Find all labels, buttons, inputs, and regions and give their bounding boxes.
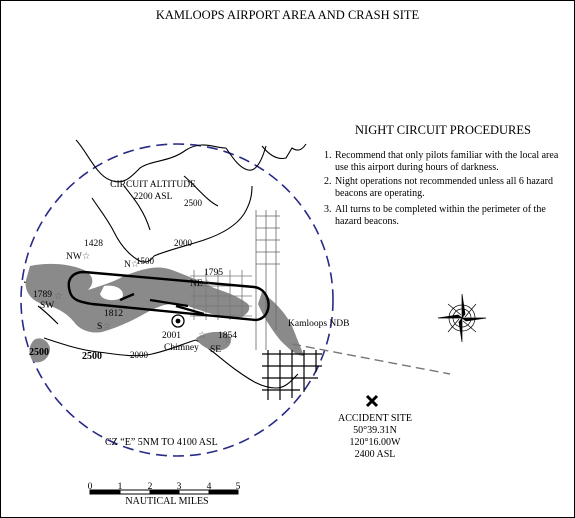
star-icon: ☆ bbox=[224, 336, 233, 346]
contour-label: 2500 bbox=[184, 198, 202, 208]
map-title: KAMLOOPS AIRPORT AREA AND CRASH SITE bbox=[155, 8, 420, 22]
procedure-number: 2. bbox=[324, 176, 332, 187]
circuit-pattern bbox=[67, 270, 270, 322]
shoreline-lines bbox=[23, 139, 307, 389]
accident-altitude: 2400 ASL bbox=[354, 449, 396, 460]
beacon-label: SW bbox=[40, 301, 55, 311]
beacon-label: NE bbox=[190, 279, 203, 289]
beacon-n: N☆ bbox=[124, 259, 139, 270]
beacon-ne: NE☆ bbox=[190, 278, 211, 289]
contour-label: 2000 bbox=[130, 350, 148, 360]
contour-label: 2500 bbox=[29, 347, 49, 358]
elevation-label: 2001 bbox=[162, 331, 181, 341]
star-icon: ☆ bbox=[202, 279, 212, 289]
circuit-altitude-label: CIRCUIT ALTITUDE bbox=[110, 180, 196, 190]
accident-site-marker bbox=[365, 394, 379, 408]
procedure-number: 3. bbox=[324, 204, 332, 215]
beacon-label: N bbox=[124, 260, 131, 270]
scale-tick-label: 0 bbox=[87, 482, 93, 492]
beacon-nw: NW☆ bbox=[66, 251, 90, 262]
procedure-text: All turns to be completed within the per… bbox=[335, 204, 546, 227]
beacon-label: S bbox=[97, 322, 103, 332]
chimney-label: Chimney bbox=[164, 343, 199, 353]
beacon-sw: ☆SW bbox=[40, 292, 63, 311]
procedure-number: 1. bbox=[324, 150, 332, 161]
elevation-label: 1789 bbox=[33, 290, 52, 300]
procedure-item-3: 3. All turns to be completed within the … bbox=[324, 204, 560, 228]
procedure-text: Recommend that only pilots familiar with… bbox=[335, 150, 559, 173]
beacon-label: NW bbox=[66, 252, 82, 262]
scale-tick-label: 5 bbox=[235, 482, 241, 492]
night-circuit-heading: NIGHT CIRCUIT PROCEDURES bbox=[355, 123, 531, 137]
scale-tick-label: 1 bbox=[117, 482, 123, 492]
scale-tick-label: 2 bbox=[147, 482, 153, 492]
contour-label: 1500 bbox=[136, 256, 154, 266]
procedure-item-1: 1. Recommend that only pilots familiar w… bbox=[324, 150, 560, 174]
procedure-item-2: 2. Night operations not recommended unle… bbox=[324, 176, 560, 200]
elevation-label: 1812 bbox=[104, 309, 123, 319]
runways bbox=[119, 292, 205, 316]
accident-site-label: ACCIDENT SITE bbox=[338, 413, 412, 424]
star-icon: ☆ bbox=[81, 252, 91, 262]
elevation-label: 1854 bbox=[218, 331, 237, 341]
scale-caption: NAUTICAL MILES bbox=[125, 496, 209, 507]
ndb-bearing-line bbox=[291, 343, 451, 375]
control-zone-label: CZ “E” 5NM TO 4100 ASL bbox=[105, 437, 218, 448]
city-grid-north bbox=[255, 210, 280, 350]
scale-bar bbox=[89, 489, 239, 495]
city-grid-south bbox=[262, 350, 322, 400]
star-icon: ☆ bbox=[198, 331, 207, 341]
beacon-se: ☆ SE ☆ bbox=[198, 330, 233, 355]
compass-rose-icon bbox=[437, 293, 487, 343]
contour-label: 2000 bbox=[174, 238, 192, 248]
control-zone-circle bbox=[20, 143, 334, 457]
ndb-label: Kamloops NDB bbox=[288, 319, 350, 329]
star-icon: ☆ bbox=[54, 292, 63, 302]
beacon-label: SE bbox=[210, 345, 222, 355]
procedure-text: Night operations not recommended unless … bbox=[335, 176, 553, 199]
contour-label: 2500 bbox=[82, 351, 102, 362]
star-icon: ☆ bbox=[102, 322, 111, 332]
elevation-label: 1428 bbox=[84, 239, 103, 249]
chimney-symbol bbox=[171, 314, 185, 328]
accident-longitude: 120°16.00W bbox=[349, 437, 401, 448]
circuit-altitude-value: 2200 ASL bbox=[133, 192, 173, 202]
scale-tick-label: 3 bbox=[176, 482, 182, 492]
accident-latitude: 50°39.31N bbox=[353, 425, 397, 436]
elevation-label: 1795 bbox=[204, 268, 223, 278]
scale-tick-label: 4 bbox=[206, 482, 212, 492]
beacon-s: S☆ bbox=[97, 321, 111, 332]
star-icon: ☆ bbox=[130, 260, 140, 270]
city-grid-ne bbox=[190, 270, 252, 320]
